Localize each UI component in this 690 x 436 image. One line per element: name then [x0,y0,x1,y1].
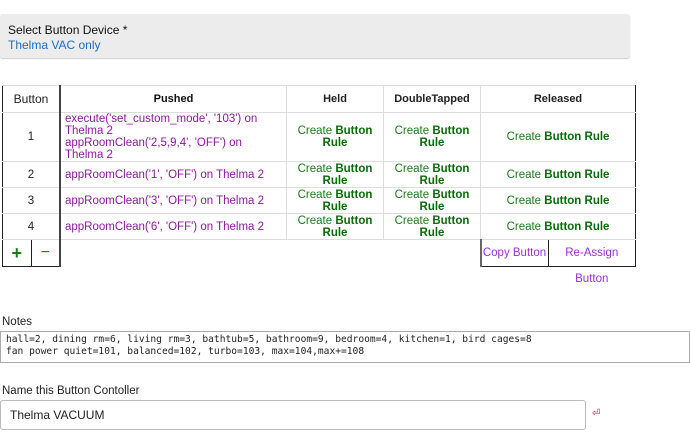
button-number: 3 [2,187,61,214]
remove-button[interactable]: − [40,244,50,261]
create-rule-held[interactable]: Create Button Rule [286,213,384,240]
button-rule-text: Button Rule [419,125,470,149]
select-label: Select Button Device * [8,23,128,37]
name-input[interactable]: Thelma VACUUM [0,400,586,430]
button-table: Button Pushed Held DoubleTapped Released… [2,85,636,285]
create-text: Create [394,125,433,137]
button-rule-text: Button Rule [544,220,610,233]
reassign-button[interactable]: Re-Assign Button [565,247,619,285]
header-button: Button [2,85,61,113]
create-text: Create [506,131,545,143]
pushed-cell[interactable]: appRoomClean('1', 'OFF') on Thelma 2 [59,161,287,188]
create-rule-released[interactable]: Create Button Rule [480,112,636,162]
pushed-action[interactable]: appRoomClean('1', 'OFF') on Thelma 2 [65,168,265,181]
button-rule-text: Button Rule [544,131,610,143]
name-label: Name this Button Contoller [2,385,140,397]
table-row: 3 appRoomClean('3', 'OFF') on Thelma 2 Cre… [2,187,636,214]
select-button-device[interactable]: Select Button Device * Thelma VAC only [0,14,630,58]
button-rule-text: Button Rule [544,194,610,207]
create-rule-doubletapped[interactable]: Create Button Rule [383,187,481,214]
create-text: Create [394,162,433,175]
notes-label: Notes [2,316,33,328]
create-text: Create [394,214,433,227]
header-pushed: Pushed [59,85,287,113]
button-rule-text: Button Rule [419,162,470,187]
button-rule-text: Button Rule [322,125,373,149]
pushed-action[interactable]: appRoomClean('6', 'OFF') on Thelma 2 [65,220,265,233]
header-doubletapped: DoubleTapped [383,85,481,113]
pushed-action[interactable]: appRoomClean('2,5,9,4', 'OFF') on Thelma… [65,137,242,161]
create-text: Create [297,214,336,227]
create-text: Create [506,220,545,233]
create-text: Create [297,162,336,175]
create-rule-doubletapped[interactable]: Create Button Rule [383,112,481,162]
create-text: Create [506,168,545,181]
create-rule-held[interactable]: Create Button Rule [286,112,384,162]
button-rule-text: Button Rule [419,214,470,239]
button-rule-text: Button Rule [322,214,373,239]
create-rule-doubletapped[interactable]: Create Button Rule [383,213,481,240]
table-row: 4 appRoomClean('6', 'OFF') on Thelma 2 Cre… [2,213,636,240]
pushed-action[interactable]: execute('set_custom_mode', '103') on The… [65,113,258,137]
button-number: 2 [2,161,61,188]
create-text: Create [297,188,336,201]
notes-textarea[interactable]: hall=2, dining rm=6, living rm=3, bathtu… [0,331,690,363]
button-rule-text: Button Rule [322,188,373,213]
pushed-cell[interactable]: execute('set_custom_mode', '103') on The… [59,112,287,162]
header-released: Released [480,85,636,113]
pushed-cell[interactable]: appRoomClean('3', 'OFF') on Thelma 2 [59,187,287,214]
create-text: Create [297,125,336,137]
pushed-action[interactable]: appRoomClean('3', 'OFF') on Thelma 2 [65,194,265,207]
button-number: 1 [2,112,61,162]
table-row: 2 appRoomClean('1', 'OFF') on Thelma 2 Cre… [2,161,636,188]
create-rule-held[interactable]: Create Button Rule [286,187,384,214]
create-rule-released[interactable]: Create Button Rule [480,213,636,240]
create-text: Create [394,188,433,201]
create-rule-released[interactable]: Create Button Rule [480,161,636,188]
button-rule-text: Button Rule [544,168,610,181]
add-button[interactable]: + [3,240,32,266]
resize-handle-icon: ⏎ [592,408,601,419]
create-text: Create [506,194,545,207]
button-rule-text: Button Rule [419,188,470,213]
create-rule-released[interactable]: Create Button Rule [480,187,636,214]
copy-button[interactable]: Copy Button [482,240,549,266]
create-rule-held[interactable]: Create Button Rule [286,161,384,188]
header-held: Held [286,85,384,113]
pushed-cell[interactable]: appRoomClean('6', 'OFF') on Thelma 2 [59,213,287,240]
select-value[interactable]: Thelma VAC only [8,38,101,52]
button-rule-text: Button Rule [322,162,373,187]
create-rule-doubletapped[interactable]: Create Button Rule [383,161,481,188]
button-number: 4 [2,213,61,240]
